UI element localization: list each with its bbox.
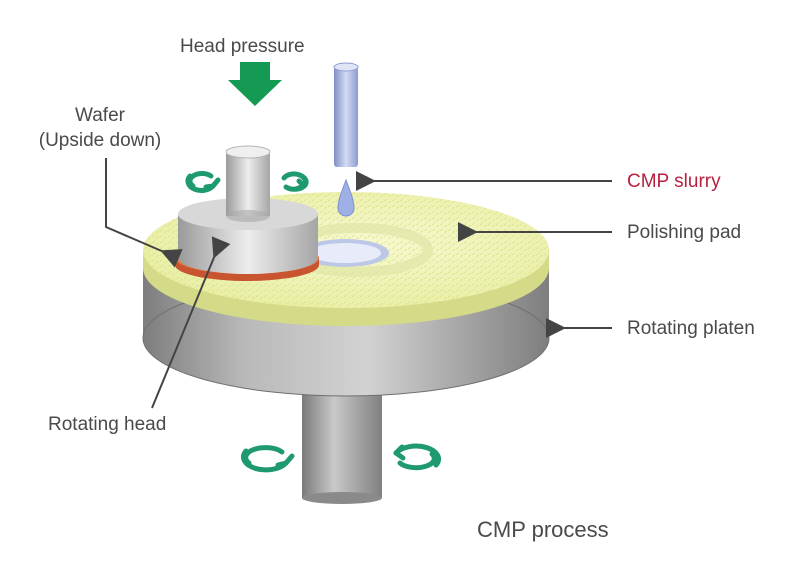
slurry-nozzle bbox=[333, 62, 359, 167]
wafer-leader bbox=[105, 158, 183, 268]
head-pressure-label: Head pressure bbox=[180, 36, 305, 57]
slurry-drop bbox=[337, 178, 355, 217]
rotating-head bbox=[178, 145, 318, 274]
cmp-slurry-label: CMP slurry bbox=[627, 171, 721, 192]
wafer-label: Wafer bbox=[75, 105, 126, 126]
slurry-puddle bbox=[301, 239, 389, 267]
head-leader bbox=[151, 236, 231, 409]
wafer-sublabel: (Upside down) bbox=[39, 130, 162, 151]
down-arrow-icon bbox=[228, 62, 282, 106]
rotation-arrows-icon bbox=[185, 170, 442, 473]
leader-lines bbox=[105, 158, 612, 409]
polishing-pad-label: Polishing pad bbox=[627, 222, 741, 243]
rotating-platen-label: Rotating platen bbox=[627, 318, 755, 339]
rotating-head-label: Rotating head bbox=[48, 414, 166, 435]
diagram-caption: CMP process bbox=[477, 517, 609, 542]
